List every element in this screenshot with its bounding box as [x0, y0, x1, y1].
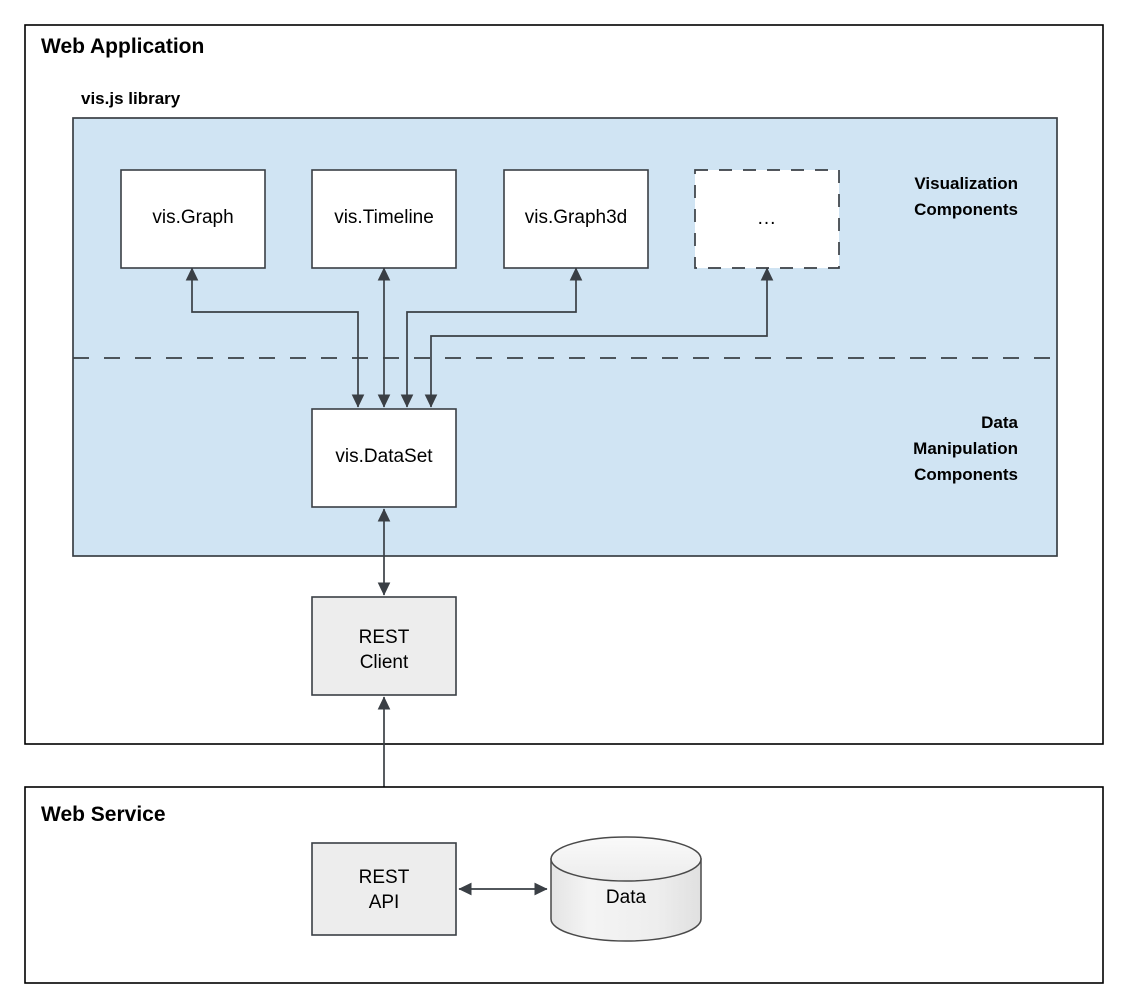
- component-vis-graph[interactable]: vis.Graph: [120, 169, 266, 269]
- component-more-placeholder[interactable]: ...: [694, 169, 840, 269]
- rest-client-box[interactable]: [311, 596, 457, 696]
- rest-api-box[interactable]: [311, 842, 457, 936]
- vis-dataset-box[interactable]: [311, 408, 457, 508]
- component-vis-timeline[interactable]: vis.Timeline: [311, 169, 457, 269]
- component-rest-api[interactable]: REST API: [311, 842, 457, 936]
- data-manip-label-line1: Data: [981, 413, 1018, 432]
- vis-dataset-label: vis.DataSet: [335, 446, 433, 467]
- component-data-store[interactable]: Data: [550, 836, 702, 942]
- visualization-label-line2: Components: [914, 200, 1018, 219]
- more-components-box[interactable]: [694, 169, 840, 269]
- data-store-label: Data: [606, 887, 647, 908]
- visjs-library-title: vis.js library: [81, 89, 181, 108]
- vis-graph3d-box[interactable]: [503, 169, 649, 269]
- vis-timeline-box[interactable]: [311, 169, 457, 269]
- component-vis-graph3d[interactable]: vis.Graph3d: [503, 169, 649, 269]
- connector-ellipsis-dataset: [424, 267, 774, 408]
- connector-graph-dataset: [185, 267, 365, 408]
- rest-api-label-line1: REST: [359, 867, 410, 888]
- more-components-label: ...: [758, 208, 777, 229]
- visjs-library-group: vis.js library Visualization Components …: [72, 89, 1058, 557]
- rest-api-label-line2: API: [369, 892, 400, 913]
- data-manipulation-components-label: Data Manipulation Components: [913, 413, 1018, 484]
- vis-graph-box[interactable]: [120, 169, 266, 269]
- data-cylinder-body[interactable]: [550, 858, 702, 942]
- web-application-title: Web Application: [41, 35, 204, 58]
- rest-client-label-line1: REST: [359, 627, 410, 648]
- web-service-title: Web Service: [41, 803, 166, 826]
- rest-client-label-line2: Client: [360, 652, 409, 673]
- data-manip-label-line2: Manipulation: [913, 439, 1018, 458]
- component-vis-dataset[interactable]: vis.DataSet: [311, 408, 457, 508]
- vis-graph3d-label: vis.Graph3d: [525, 207, 627, 228]
- data-cylinder-top: [550, 836, 702, 882]
- visualization-label-line1: Visualization: [914, 174, 1018, 193]
- vis-timeline-label: vis.Timeline: [334, 207, 434, 228]
- data-manip-label-line3: Components: [914, 465, 1018, 484]
- vis-graph-label: vis.Graph: [152, 207, 233, 228]
- component-rest-client[interactable]: REST Client: [311, 596, 457, 696]
- visualization-components-label: Visualization Components: [914, 174, 1018, 219]
